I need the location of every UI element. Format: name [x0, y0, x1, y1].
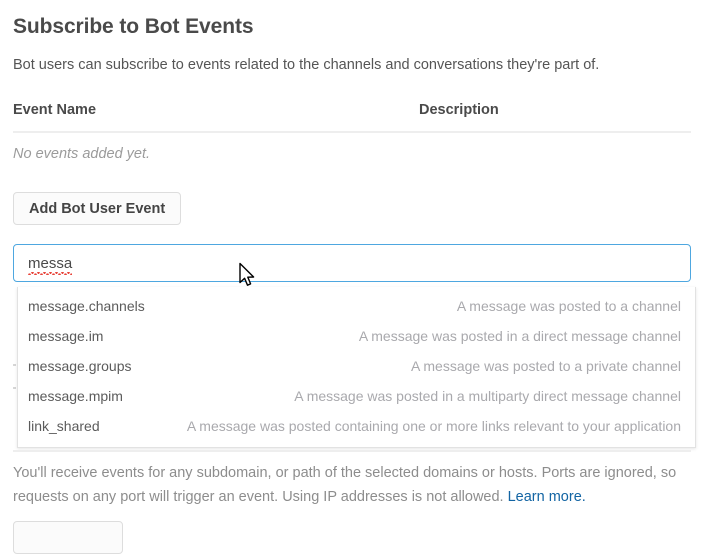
dropdown-option-description: A message was posted to a private channe…	[410, 358, 681, 374]
column-header-description: Description	[419, 102, 499, 118]
dropdown-option-name: message.im	[28, 328, 104, 344]
dropdown-option[interactable]: message.channels A message was posted to…	[18, 291, 695, 321]
helper-text: You'll receive events for any subdomain,…	[13, 461, 677, 509]
dropdown-option-description: A message was posted containing one or m…	[186, 418, 681, 434]
bottom-action-button[interactable]	[13, 521, 123, 554]
event-suggestions-dropdown[interactable]: message.channels A message was posted to…	[17, 287, 696, 448]
events-table-header: Event Name Description	[13, 102, 691, 133]
dropdown-option-name: message.channels	[28, 298, 145, 314]
dropdown-option-name: message.mpim	[28, 388, 123, 404]
dropdown-option[interactable]: message.im A message was posted in a dir…	[18, 321, 695, 351]
section-divider	[13, 450, 691, 452]
events-table: Event Name Description No events added y…	[13, 102, 691, 162]
dropdown-option-description: A message was posted to a channel	[456, 298, 681, 314]
dropdown-option[interactable]: link_shared A message was posted contain…	[18, 411, 695, 441]
event-search-input[interactable]: messa	[13, 244, 691, 282]
dropdown-option-description: A message was posted in a direct message…	[358, 328, 681, 344]
subscribe-bot-events-page: Subscribe to Bot Events Bot users can su…	[13, 15, 696, 554]
dropdown-option[interactable]: message.groups A message was posted to a…	[18, 351, 695, 381]
learn-more-link[interactable]: Learn more.	[507, 489, 586, 505]
occluded-row-edge-marker	[13, 364, 16, 366]
dropdown-option-name: link_shared	[28, 418, 100, 434]
page-subtitle: Bot users can subscribe to events relate…	[13, 57, 600, 73]
occluded-row-edge-marker	[13, 387, 16, 389]
add-bot-user-event-button[interactable]: Add Bot User Event	[13, 192, 182, 225]
table-divider	[13, 131, 691, 133]
dropdown-option-description: A message was posted in a multiparty dir…	[294, 388, 681, 404]
page-title: Subscribe to Bot Events	[13, 15, 254, 38]
dropdown-option-name: message.groups	[28, 358, 132, 374]
events-empty-message: No events added yet.	[13, 146, 151, 162]
dropdown-option[interactable]: message.mpim A message was posted in a m…	[18, 381, 695, 411]
column-header-event-name: Event Name	[13, 102, 97, 118]
helper-text-body: You'll receive events for any subdomain,…	[13, 465, 677, 505]
event-search-value: messa	[28, 254, 73, 275]
